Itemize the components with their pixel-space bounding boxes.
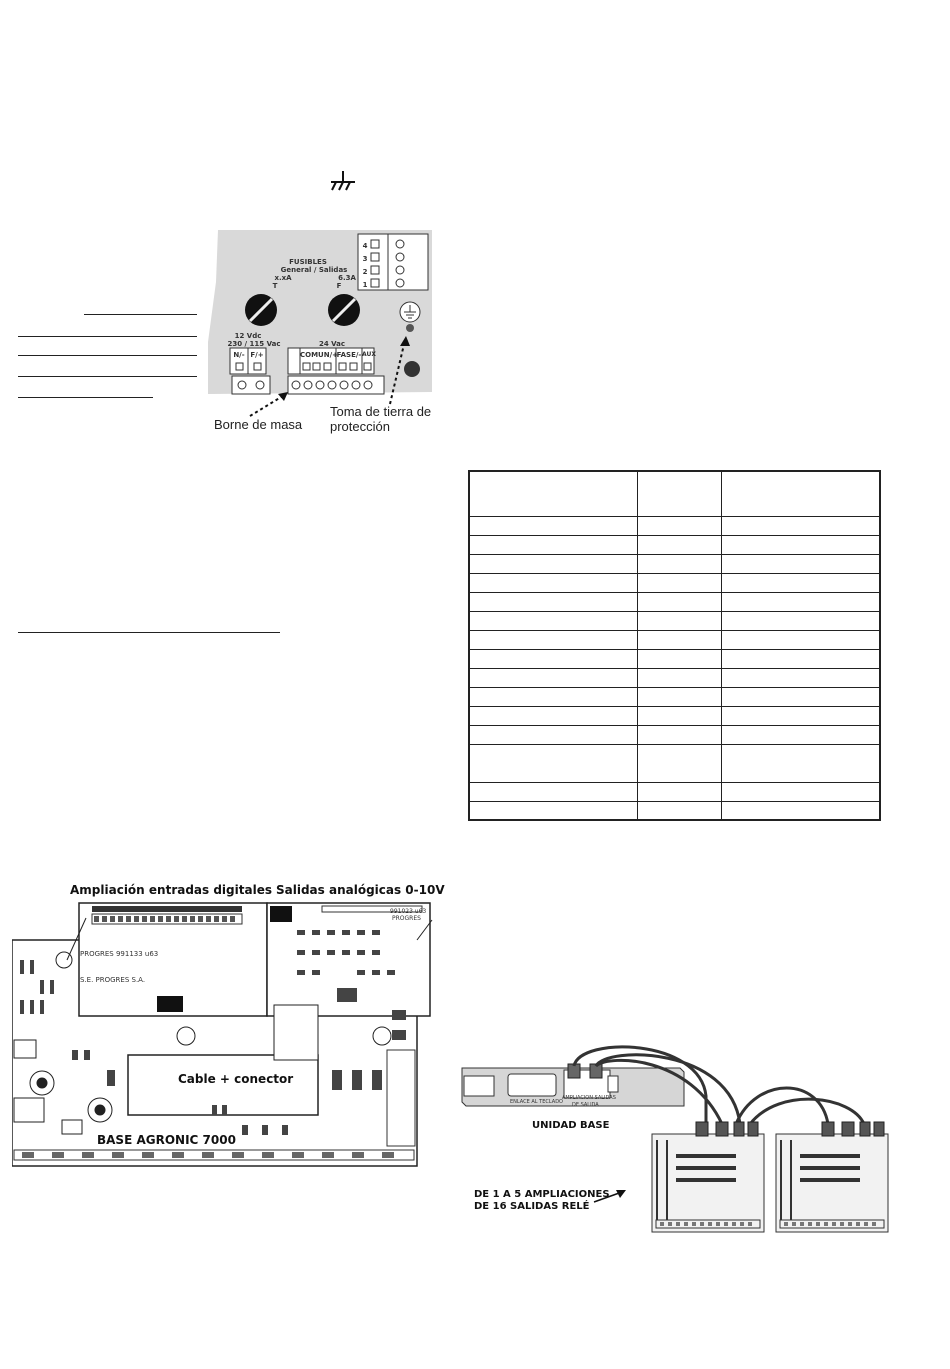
spec-table	[467, 470, 882, 821]
table-row	[467, 553, 882, 574]
ground-label-line-1: Toma de tierra de	[330, 404, 432, 419]
fase-label: FASE/-	[336, 351, 362, 359]
table-row	[467, 667, 882, 688]
borne-de-masa-label: Borne de masa	[214, 417, 303, 432]
ground-label-line-2: protección	[330, 419, 390, 434]
caption-analog: Salidas analógicas 0-10V	[276, 883, 445, 897]
fuse-outputs-letter: F	[336, 282, 342, 290]
fuses-subtitle: General / Salidas	[280, 266, 348, 274]
unidad-base-label: UNIDAD BASE	[532, 1120, 610, 1131]
chassis-ground-icon	[331, 171, 355, 191]
base-agronic-label: BASE AGRONIC 7000	[97, 1133, 236, 1147]
fuses-title: FUSIBLES	[289, 258, 327, 266]
terminal-n-label: N/-	[233, 351, 245, 359]
expansion-line-1: DE 1 A 5 AMPLIACIONES	[474, 1189, 610, 1200]
terminal-panel-figure: FUSIBLES General / Salidas x.xA 6.3A T F…	[208, 222, 432, 436]
table-row	[467, 610, 882, 631]
table-row	[467, 800, 882, 821]
base-expansion-text: AMPLIACION SALIDAS	[562, 1095, 616, 1101]
base-board-figure	[12, 902, 433, 1167]
left-voltage-dc: 12 Vdc	[234, 332, 262, 340]
table-row	[467, 724, 882, 745]
relay-expansion-figure	[461, 1045, 889, 1233]
fuse-general-value: x.xA	[274, 274, 292, 282]
relay-number-2: 2	[362, 268, 368, 276]
text-underline	[18, 632, 280, 633]
pcb-label-4: PROGRES	[392, 915, 421, 922]
table-row	[467, 591, 882, 612]
pcb-label-2: S.E. PROGRES S.A.	[80, 976, 146, 984]
aux-label: AUX	[362, 351, 376, 358]
relay-number-1: 1	[362, 281, 368, 289]
table-row	[467, 515, 882, 536]
caption-expansion: Ampliación entradas digitales	[70, 883, 272, 897]
table-row	[467, 470, 882, 517]
mid-voltage: 24 Vac	[318, 340, 346, 348]
text-underline	[84, 314, 197, 315]
table-row	[467, 686, 882, 707]
pcb-label-3: 991023 u63	[390, 908, 427, 915]
table-row	[467, 705, 882, 726]
table-row	[467, 743, 882, 783]
table-row	[467, 629, 882, 650]
table-row	[467, 781, 882, 802]
relay-number-4: 4	[362, 242, 368, 250]
pcb-label-1: PROGRES 991133 u63	[80, 950, 159, 958]
fuse-outputs-value: 6.3A	[338, 274, 356, 282]
base-output-text: DE SALIDA	[572, 1102, 599, 1108]
base-link-text: ENLACE AL TECLADO	[510, 1099, 563, 1105]
left-voltage-ac: 230 / 115 Vac	[227, 340, 281, 348]
cable-connector-label: Cable + conector	[178, 1072, 294, 1086]
table-row	[467, 572, 882, 593]
table-row	[467, 648, 882, 669]
text-underline	[18, 376, 197, 377]
comun-label: COMUN/+	[300, 351, 339, 359]
text-underline	[18, 355, 197, 356]
expansion-line-2: DE 16 SALIDAS RELÉ	[474, 1201, 590, 1212]
text-underline	[18, 336, 197, 337]
fuse-general-letter: T	[272, 282, 278, 290]
text-underline	[18, 397, 153, 398]
terminal-f-label: F/+	[250, 351, 264, 359]
relay-number-3: 3	[362, 255, 368, 263]
table-row	[467, 534, 882, 555]
